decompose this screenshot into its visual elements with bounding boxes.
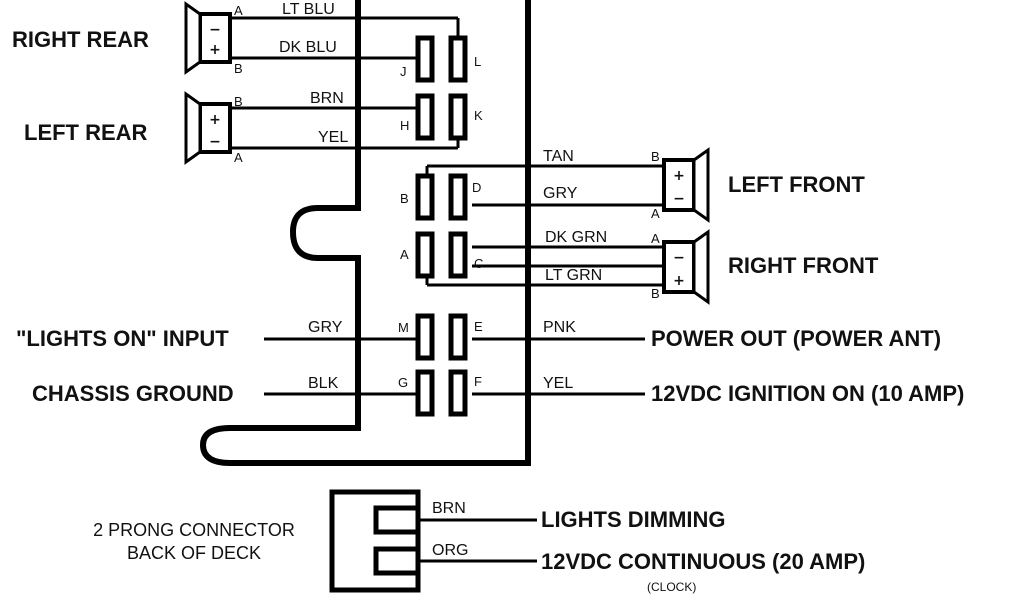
wire-dk-blu: DK BLU bbox=[279, 39, 337, 56]
rf-pin-b: B bbox=[651, 286, 660, 301]
rear-wiring bbox=[231, 16, 460, 150]
wire-gry-lights: GRY bbox=[308, 319, 343, 336]
pin-j: J bbox=[400, 64, 407, 79]
svg-text:−: − bbox=[209, 134, 221, 150]
label-left-front: LEFT FRONT bbox=[728, 172, 865, 197]
wire-yel-ign: YEL bbox=[543, 375, 573, 392]
svg-text:+: + bbox=[673, 168, 685, 184]
pin-a: A bbox=[400, 247, 409, 262]
rr-pin-a: A bbox=[234, 3, 243, 18]
wire-pnk: PNK bbox=[543, 319, 576, 336]
speaker-left-rear-icon: + − bbox=[184, 91, 232, 165]
pin-terminals bbox=[415, 35, 468, 417]
lf-pin-b: B bbox=[651, 149, 660, 164]
rr-pin-b: B bbox=[234, 61, 243, 76]
pin-c: C bbox=[474, 256, 483, 271]
rf-pin-a: A bbox=[651, 231, 660, 246]
svg-text:+: + bbox=[673, 273, 685, 289]
pin-m: M bbox=[398, 320, 409, 335]
wire-brn: BRN bbox=[310, 90, 344, 107]
pin-f: F bbox=[474, 374, 482, 389]
pin-e: E bbox=[474, 319, 483, 334]
front-wiring bbox=[425, 164, 664, 287]
two-prong-connector bbox=[329, 489, 537, 593]
svg-text:−: − bbox=[673, 250, 685, 266]
lr-pin-b: B bbox=[234, 94, 243, 109]
svg-text:−: − bbox=[209, 22, 221, 38]
function-wiring bbox=[264, 337, 645, 396]
wire-tan: TAN bbox=[543, 148, 574, 165]
wire-dk-grn: DK GRN bbox=[545, 229, 607, 246]
wire-lt-grn: LT GRN bbox=[545, 267, 602, 284]
connector2-line1: 2 PRONG CONNECTOR bbox=[93, 520, 295, 540]
label-ignition: 12VDC IGNITION ON (10 AMP) bbox=[651, 381, 964, 406]
pin-b: B bbox=[400, 191, 409, 206]
main-connector-housing bbox=[199, 0, 531, 466]
speaker-left-front-icon: + − bbox=[662, 147, 710, 223]
label-left-rear: LEFT REAR bbox=[24, 120, 148, 145]
speaker-right-rear-icon: − + bbox=[184, 1, 232, 75]
label-power-out: POWER OUT (POWER ANT) bbox=[651, 326, 941, 351]
label-right-rear: RIGHT REAR bbox=[12, 27, 149, 52]
wire-lt-blu: LT BLU bbox=[282, 1, 335, 18]
speaker-right-front-icon: − + bbox=[662, 229, 710, 305]
wire-gry-front: GRY bbox=[543, 185, 578, 202]
label-clock: (CLOCK) bbox=[647, 580, 696, 594]
pin-h: H bbox=[400, 118, 409, 133]
lf-pin-a: A bbox=[651, 206, 660, 221]
pin-k: K bbox=[474, 108, 483, 123]
label-right-front: RIGHT FRONT bbox=[728, 253, 879, 278]
label-lights-dimming: LIGHTS DIMMING bbox=[541, 507, 726, 532]
wire-org: ORG bbox=[432, 542, 468, 559]
connector2-line2: BACK OF DECK bbox=[127, 543, 261, 563]
pin-d: D bbox=[472, 180, 481, 195]
svg-text:+: + bbox=[209, 112, 221, 128]
label-chassis-ground: CHASSIS GROUND bbox=[32, 381, 234, 406]
wire-brn-dim: BRN bbox=[432, 500, 466, 517]
label-continuous: 12VDC CONTINUOUS (20 AMP) bbox=[541, 549, 865, 574]
wire-blk: BLK bbox=[308, 375, 339, 392]
label-lights-on: "LIGHTS ON" INPUT bbox=[16, 326, 229, 351]
pin-g: G bbox=[398, 375, 408, 390]
pin-l: L bbox=[474, 54, 481, 69]
lr-pin-a: A bbox=[234, 150, 243, 165]
wire-yel-rear: YEL bbox=[318, 129, 348, 146]
svg-text:−: − bbox=[673, 191, 685, 207]
svg-text:+: + bbox=[209, 42, 221, 58]
